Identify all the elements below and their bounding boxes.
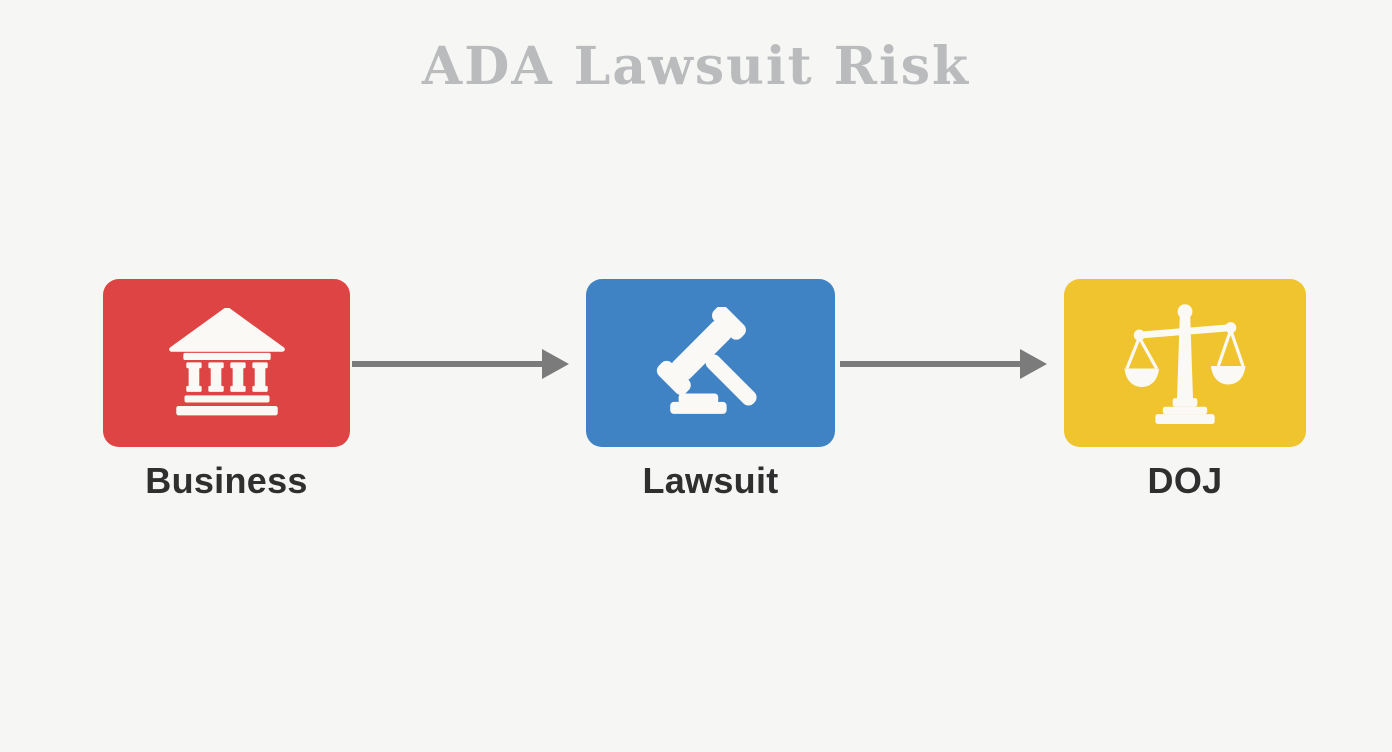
arrow-lawsuit-to-doj (840, 349, 1047, 379)
scales-icon (1123, 303, 1247, 424)
bank-icon (168, 307, 286, 419)
node-doj (1064, 279, 1306, 447)
node-lawsuit (586, 279, 835, 447)
node-label-business: Business (145, 460, 308, 501)
gavel-icon (651, 306, 771, 420)
node-label-doj: DOJ (1147, 460, 1223, 501)
node-business (103, 279, 350, 447)
diagram-title: ADA Lawsuit Risk (421, 36, 971, 97)
node-label-lawsuit: Lawsuit (642, 460, 779, 501)
arrow-business-to-lawsuit (352, 349, 569, 379)
